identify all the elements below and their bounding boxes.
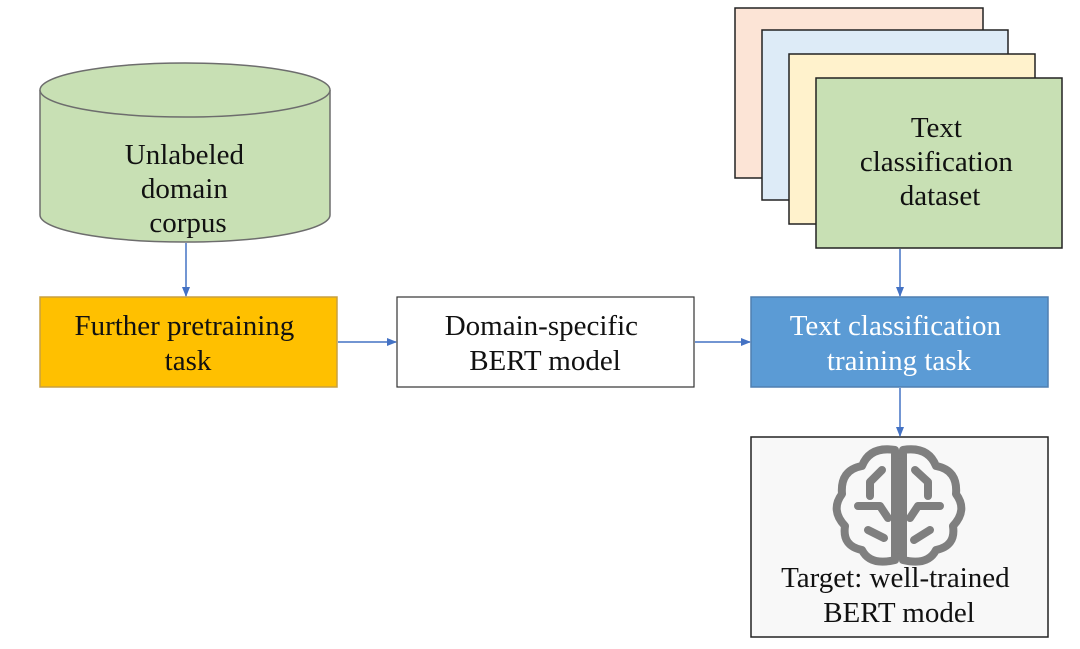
further-pretraining-label-line-1: Further pretraining xyxy=(74,310,294,342)
cylinder-top xyxy=(39,62,331,118)
cylinder-body xyxy=(39,90,331,243)
further-pretraining-box xyxy=(39,296,338,388)
svg-text:Further pretraining task: Further pretraining task xyxy=(74,310,301,377)
domain-bert-label-line-2: BERT model xyxy=(469,345,621,377)
dataset-sheet-4 xyxy=(815,77,1063,249)
unlabeled-corpus-node: Unlabeled domain corpus xyxy=(39,62,331,243)
corpus-label-line-3: corpus xyxy=(149,207,226,239)
dataset-label-line-3: dataset xyxy=(900,180,981,212)
svg-text:Text classification: Text classification dataset xyxy=(860,112,1020,212)
training-task-label-line-2: training task xyxy=(827,345,972,377)
domain-bert-node: Domain-specific BERT model xyxy=(396,296,695,388)
dataset-stack: Text classification dataset xyxy=(734,7,1063,249)
further-pretraining-label-line-2: task xyxy=(165,345,212,377)
connectors xyxy=(182,243,904,437)
dataset-label-line-1: Text xyxy=(911,112,962,144)
target-model-label-line-1: Target: well-trained xyxy=(781,562,1010,594)
svg-text:Text classification trai: Text classification training task xyxy=(790,310,1009,377)
corpus-label-line-1: Unlabeled xyxy=(125,139,245,171)
svg-text:Domain-specific BERT mod: Domain-specific BERT model xyxy=(445,310,646,377)
training-task-label-line-1: Text classification xyxy=(790,310,1002,342)
svg-text:Target: well-trained BER: Target: well-trained BERT model xyxy=(781,562,1017,629)
target-model-label-line-2: BERT model xyxy=(823,597,975,629)
brain-circuit-icon xyxy=(832,445,966,566)
training-task-box xyxy=(750,296,1049,388)
target-model-node: Target: well-trained BERT model xyxy=(750,436,1049,638)
domain-bert-box xyxy=(396,296,695,388)
svg-text:Unlabeled domain c: Unlabeled domain corpus xyxy=(125,139,251,239)
dataset-label-line-2: classification xyxy=(860,146,1014,178)
domain-bert-label-line-1: Domain-specific xyxy=(445,310,638,342)
corpus-label-line-2: domain xyxy=(141,173,228,205)
training-task-node: Text classification training task xyxy=(750,296,1049,388)
further-pretraining-node: Further pretraining task xyxy=(39,296,338,388)
